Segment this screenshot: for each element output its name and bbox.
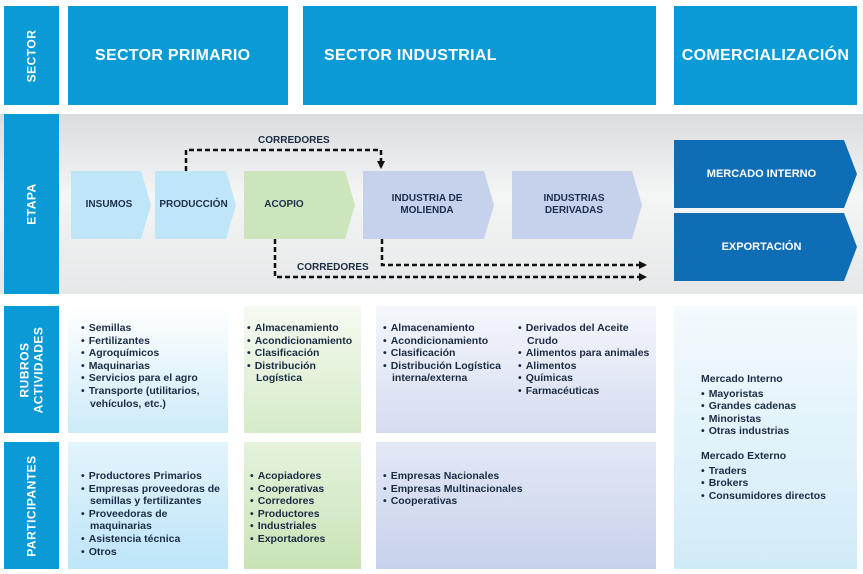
- list-item: Agroquímicos: [81, 347, 225, 360]
- list-item: Alimentos para animales: [518, 347, 656, 360]
- corredores-top-label: CORREDORES: [258, 135, 330, 146]
- list-item: Exportadores: [250, 533, 360, 546]
- participantes-acopio-list: Acopiadores Cooperativas Corredores Prod…: [250, 470, 360, 546]
- list-item: Maquinarias: [81, 360, 225, 373]
- list-item: Transporte (utilitarios, vehículos, etc.…: [81, 385, 225, 410]
- list-item: Productores Primarios: [81, 470, 227, 483]
- list-item: Empresas Nacionales: [383, 470, 583, 483]
- participantes-primario-list: Productores Primarios Empresas proveedor…: [81, 470, 227, 558]
- rubros-acopio-list: Almacenamiento Acondicionamiento Clasifi…: [247, 322, 361, 385]
- list-item: Brokers: [701, 477, 851, 490]
- list-item: Cooperativas: [383, 495, 583, 508]
- stage-produccion: PRODUCCIÓN: [159, 199, 228, 210]
- rubros-industrial-list-a: Almacenamiento Acondicionamiento Clasifi…: [383, 322, 513, 385]
- list-item: Almacenamiento: [247, 322, 361, 335]
- list-item: Servicios para el agro: [81, 372, 225, 385]
- list-item: Empresas proveedoras de semillas y ferti…: [81, 483, 227, 508]
- mercado-externo-title: Mercado Externo: [701, 449, 787, 462]
- comercializacion-list: Mercado Interno Mayoristas Grandes caden…: [701, 373, 851, 502]
- list-item: Cooperativas: [250, 483, 360, 496]
- rubros-row-label: RUBROS ACTIVIDADES: [4, 306, 59, 433]
- list-item: Otros: [81, 546, 227, 559]
- stage-molienda-shape: [363, 171, 494, 239]
- molienda-export-arrow: [380, 239, 647, 269]
- corredores-bottom-label: CORREDORES: [297, 262, 369, 273]
- stage-produccion-shape: [155, 171, 236, 239]
- list-item: Distribución Logística: [247, 360, 361, 385]
- stage-industria-molienda: INDUSTRIA DE MOLIENDA: [391, 193, 463, 216]
- rubros-industrial-list-b: Derivados del Aceite Crudo Alimentos par…: [518, 322, 656, 398]
- sector-industrial-header: SECTOR INDUSTRIAL: [303, 6, 656, 105]
- list-item: Productores: [250, 508, 360, 521]
- stage-insumos-shape: [71, 171, 151, 239]
- list-item: Clasificación: [383, 347, 513, 360]
- list-item: Alimentos: [518, 360, 656, 373]
- participantes-industrial-list: Empresas Nacionales Empresas Multinacion…: [383, 470, 583, 508]
- list-item: Químicas: [518, 372, 656, 385]
- sector-row-label: SECTOR: [4, 6, 59, 105]
- mercado-interno-stage: MERCADO INTERNO: [706, 168, 817, 180]
- exportacion-shape: [674, 213, 857, 281]
- list-item: Clasificación: [247, 347, 361, 360]
- list-item: Industriales: [250, 520, 360, 533]
- list-item: Minoristas: [701, 413, 851, 426]
- list-item: Derivados del Aceite Crudo: [518, 322, 656, 347]
- comercializacion-header: COMERCIALIZACIÓN: [674, 6, 857, 105]
- stage-acopio-shape: [244, 171, 355, 239]
- exportacion-stage: EXPORTACIÓN: [721, 241, 802, 253]
- list-item: Proveedoras de maquinarias: [81, 508, 227, 533]
- list-item: Farmacéuticas: [518, 385, 656, 398]
- participantes-row-label: PARTICIPANTES: [4, 442, 59, 569]
- list-item: Almacenamiento: [383, 322, 513, 335]
- list-item: Distribución Logística interna/externa: [383, 360, 513, 385]
- list-item: Empresas Multinacionales: [383, 483, 583, 496]
- rubros-primario-list: Semillas Fertilizantes Agroquímicos Maqu…: [81, 322, 225, 410]
- list-item: Fertilizantes: [81, 335, 225, 348]
- stage-insumos: INSUMOS: [85, 199, 133, 210]
- list-item: Semillas: [81, 322, 225, 335]
- list-item: Asistencia técnica: [81, 533, 227, 546]
- list-item: Acopiadores: [250, 470, 360, 483]
- list-item: Acondicionamiento: [247, 335, 361, 348]
- sector-primario-header: SECTOR PRIMARIO: [68, 6, 288, 105]
- mercado-interno-title: Mercado Interno: [701, 373, 783, 385]
- stage-acopio: ACOPIO: [264, 199, 304, 210]
- stage-derivadas-shape: [512, 171, 642, 239]
- list-item: Corredores: [250, 495, 360, 508]
- list-item: Consumidores directos: [701, 490, 851, 503]
- stage-industrias-derivadas: INDUSTRIAS DERIVADAS: [543, 193, 605, 216]
- corredores-top-arrow: [184, 148, 385, 171]
- etapa-row-label: ETAPA: [4, 114, 59, 294]
- list-item: Traders: [701, 465, 851, 478]
- list-item: Otras industrias: [701, 425, 851, 438]
- corredores-bottom-arrow: [273, 239, 647, 281]
- list-item: Mayoristas: [701, 388, 851, 401]
- mercado-interno-shape: [674, 140, 857, 208]
- list-item: Grandes cadenas: [701, 400, 851, 413]
- list-item: Acondicionamiento: [383, 335, 513, 348]
